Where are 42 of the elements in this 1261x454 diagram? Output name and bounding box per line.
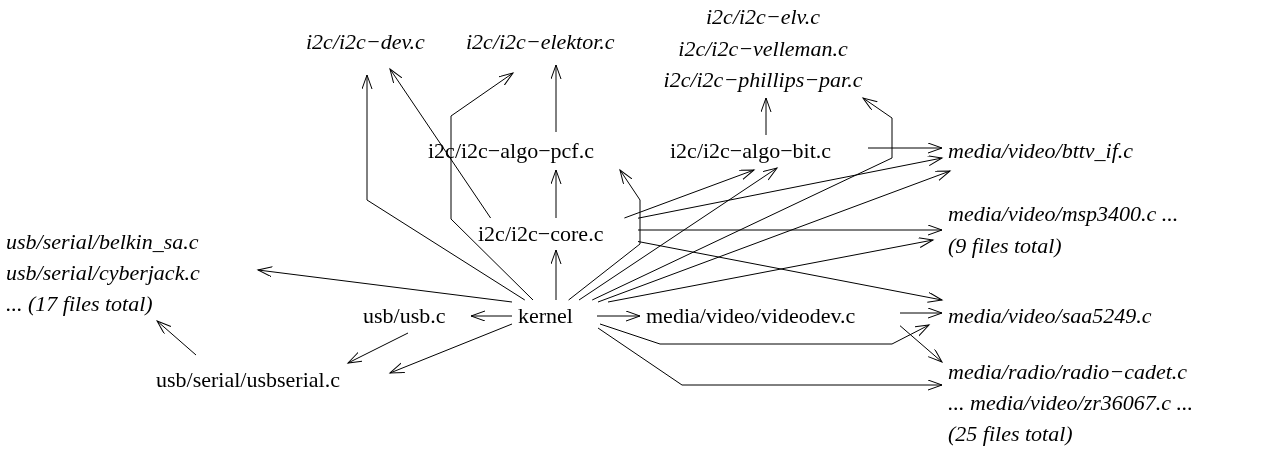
- arrow: [597, 327, 943, 391]
- arrow: [257, 266, 513, 303]
- file-name-label: media/video/bttv_if.c: [948, 137, 1168, 165]
- arrow: [599, 323, 930, 345]
- arrow: [578, 167, 778, 301]
- arrow: [550, 169, 562, 219]
- module-label: usb/usb.c: [363, 302, 467, 330]
- arrow: [568, 169, 641, 301]
- arrow: [389, 68, 492, 219]
- arrow: [637, 241, 943, 303]
- arrow: [596, 310, 641, 322]
- file-name-label: i2c/i2c−dev.c: [306, 28, 451, 56]
- module-label: i2c/i2c−algo−pcf.c: [428, 137, 654, 165]
- arrow: [867, 142, 943, 154]
- arrow: [607, 237, 934, 303]
- arrow: [550, 249, 562, 301]
- file-name-label: media/video/saa5249.c: [948, 302, 1158, 330]
- file-name-label: media/radio/radio−cadet.c ... media/video/zr36067.c ... (25 files total): [948, 356, 1208, 449]
- module-label: kernel: [518, 302, 590, 330]
- file-name-label: media/video/msp3400.c ... (9 files total): [948, 198, 1193, 262]
- arrow: [450, 72, 534, 301]
- arrow: [760, 97, 772, 136]
- file-name-label: i2c/i2c−elv.c i2c/i2c−velleman.c i2c/i2c−phillips−par.c: [645, 1, 881, 96]
- arrow: [347, 332, 409, 364]
- module-label: i2c/i2c−core.c: [478, 220, 634, 248]
- arrow: [156, 320, 197, 356]
- arrow: [550, 64, 562, 133]
- module-label: i2c/i2c−algo−bit.c: [670, 137, 864, 165]
- arrow: [637, 155, 943, 219]
- arrow: [361, 74, 526, 301]
- module-label: usb/serial/usbserial.c: [156, 366, 380, 394]
- file-name-label: i2c/i2c−elektor.c: [466, 28, 646, 56]
- file-name-label: usb/serial/belkin_sa.c usb/serial/cyberjack.c ... (17 files total): [6, 226, 211, 319]
- arrow: [470, 310, 513, 322]
- arrow: [899, 325, 943, 363]
- arrow: [637, 224, 943, 236]
- arrow: [389, 323, 513, 374]
- arrow: [597, 170, 951, 303]
- module-label: media/video/videodev.c: [646, 302, 896, 330]
- arrow: [591, 97, 893, 301]
- arrow: [899, 307, 943, 319]
- arrow: [623, 169, 755, 219]
